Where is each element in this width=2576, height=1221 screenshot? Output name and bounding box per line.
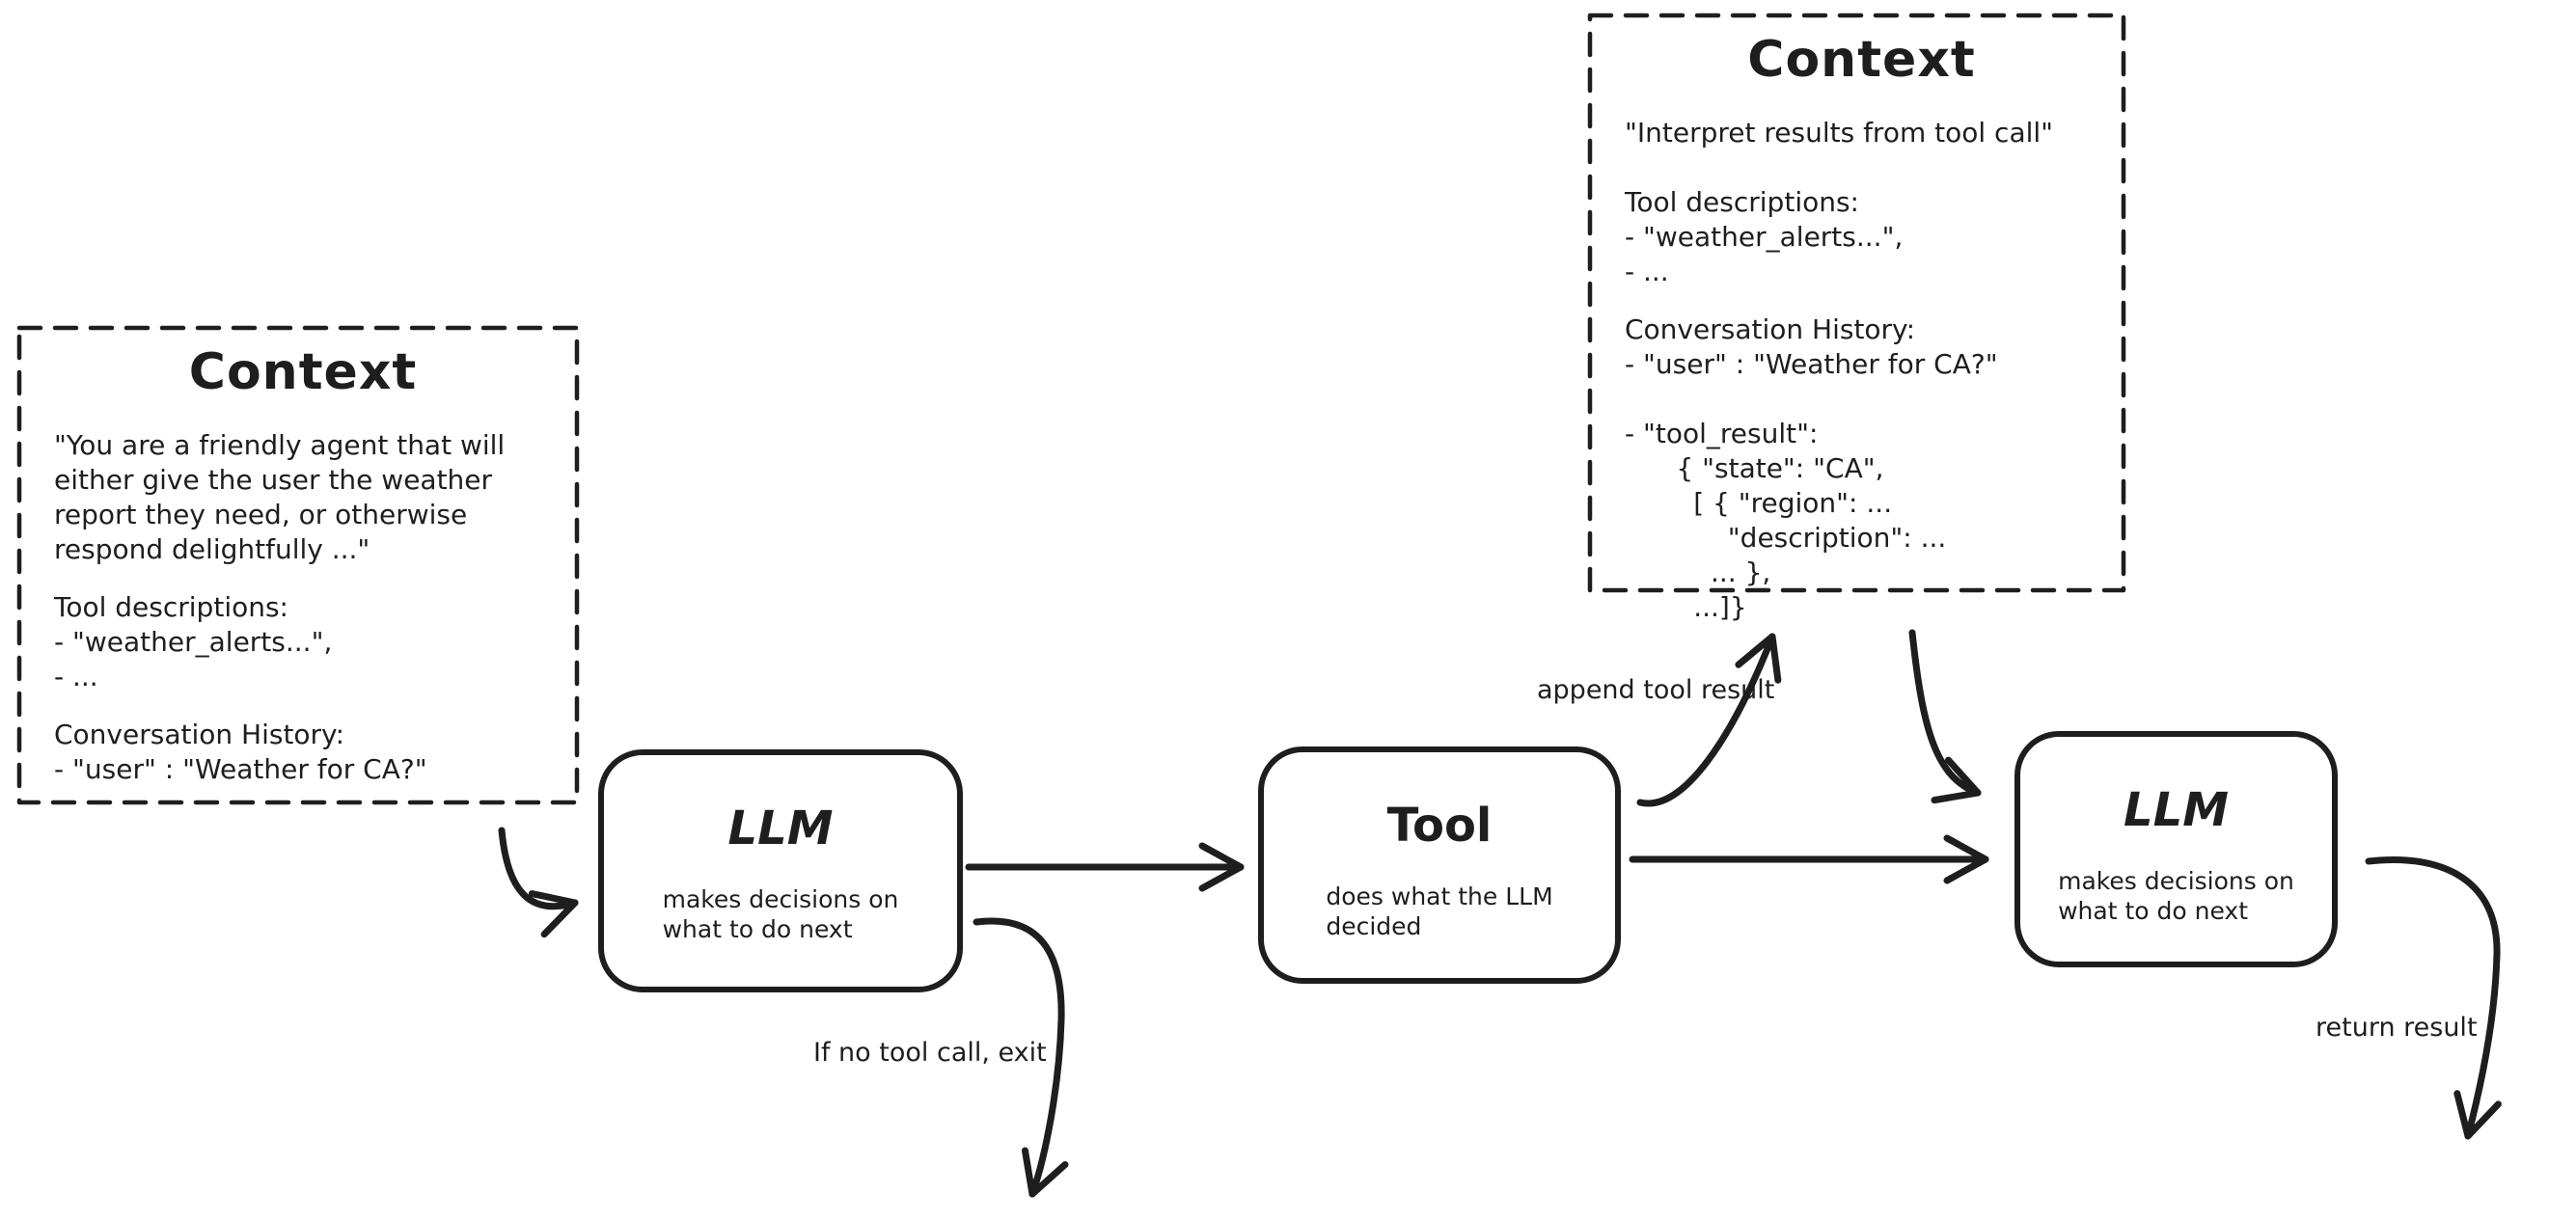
- system-prompt-text: "You are a friendly agent that will eith…: [54, 429, 506, 565]
- context-box-left: Context "You are a friendly agent that w…: [19, 328, 577, 802]
- tool-descriptions-text: Tool descriptions: - "weather_alerts..."…: [54, 591, 333, 692]
- context-box-top: Context "Interpret results from tool cal…: [1590, 15, 2124, 623]
- arrow-context-top-to-llm: [1908, 629, 1982, 804]
- arrow-llm-exit: [973, 917, 1069, 1198]
- llm-node-first: LLM makes decisions on what to do next: [598, 749, 963, 992]
- context-top-border: [1587, 13, 2126, 593]
- append-tool-result-label: append tool result: [1537, 675, 1775, 705]
- conversation-history-text-top: Conversation History: - "user" : "Weathe…: [1625, 313, 1998, 623]
- arrow-context-left-to-llm: [498, 827, 579, 938]
- tool-node: Tool does what the LLM decided: [1258, 746, 1621, 984]
- tool-subtitle: does what the LLM decided: [1326, 882, 1553, 940]
- no-tool-call-exit-label: If no tool call, exit: [813, 1038, 1047, 1068]
- arrow-llm-return-result: [2365, 856, 2502, 1140]
- arrow-tool-append-to-context: [1636, 633, 1782, 807]
- context-top-title: Context: [1747, 31, 1976, 89]
- llm-second-title: LLM: [2124, 783, 2229, 837]
- context-left-border: [16, 325, 580, 805]
- tool-title: Tool: [1386, 799, 1493, 853]
- tool-descriptions-text-top: Tool descriptions: - "weather_alerts..."…: [1625, 186, 1904, 287]
- interpret-instruction-text: "Interpret results from tool call": [1625, 117, 2054, 149]
- llm-node-second: LLM makes decisions on what to do next: [2014, 731, 2338, 967]
- llm-first-subtitle: makes decisions on what to do next: [662, 885, 899, 943]
- context-left-title: Context: [188, 343, 418, 401]
- llm-second-subtitle: makes decisions on what to do next: [2058, 867, 2294, 925]
- return-result-label: return result: [2316, 1013, 2478, 1043]
- conversation-history-text: Conversation History: - "user" : "Weathe…: [54, 719, 427, 785]
- llm-first-title: LLM: [727, 801, 834, 855]
